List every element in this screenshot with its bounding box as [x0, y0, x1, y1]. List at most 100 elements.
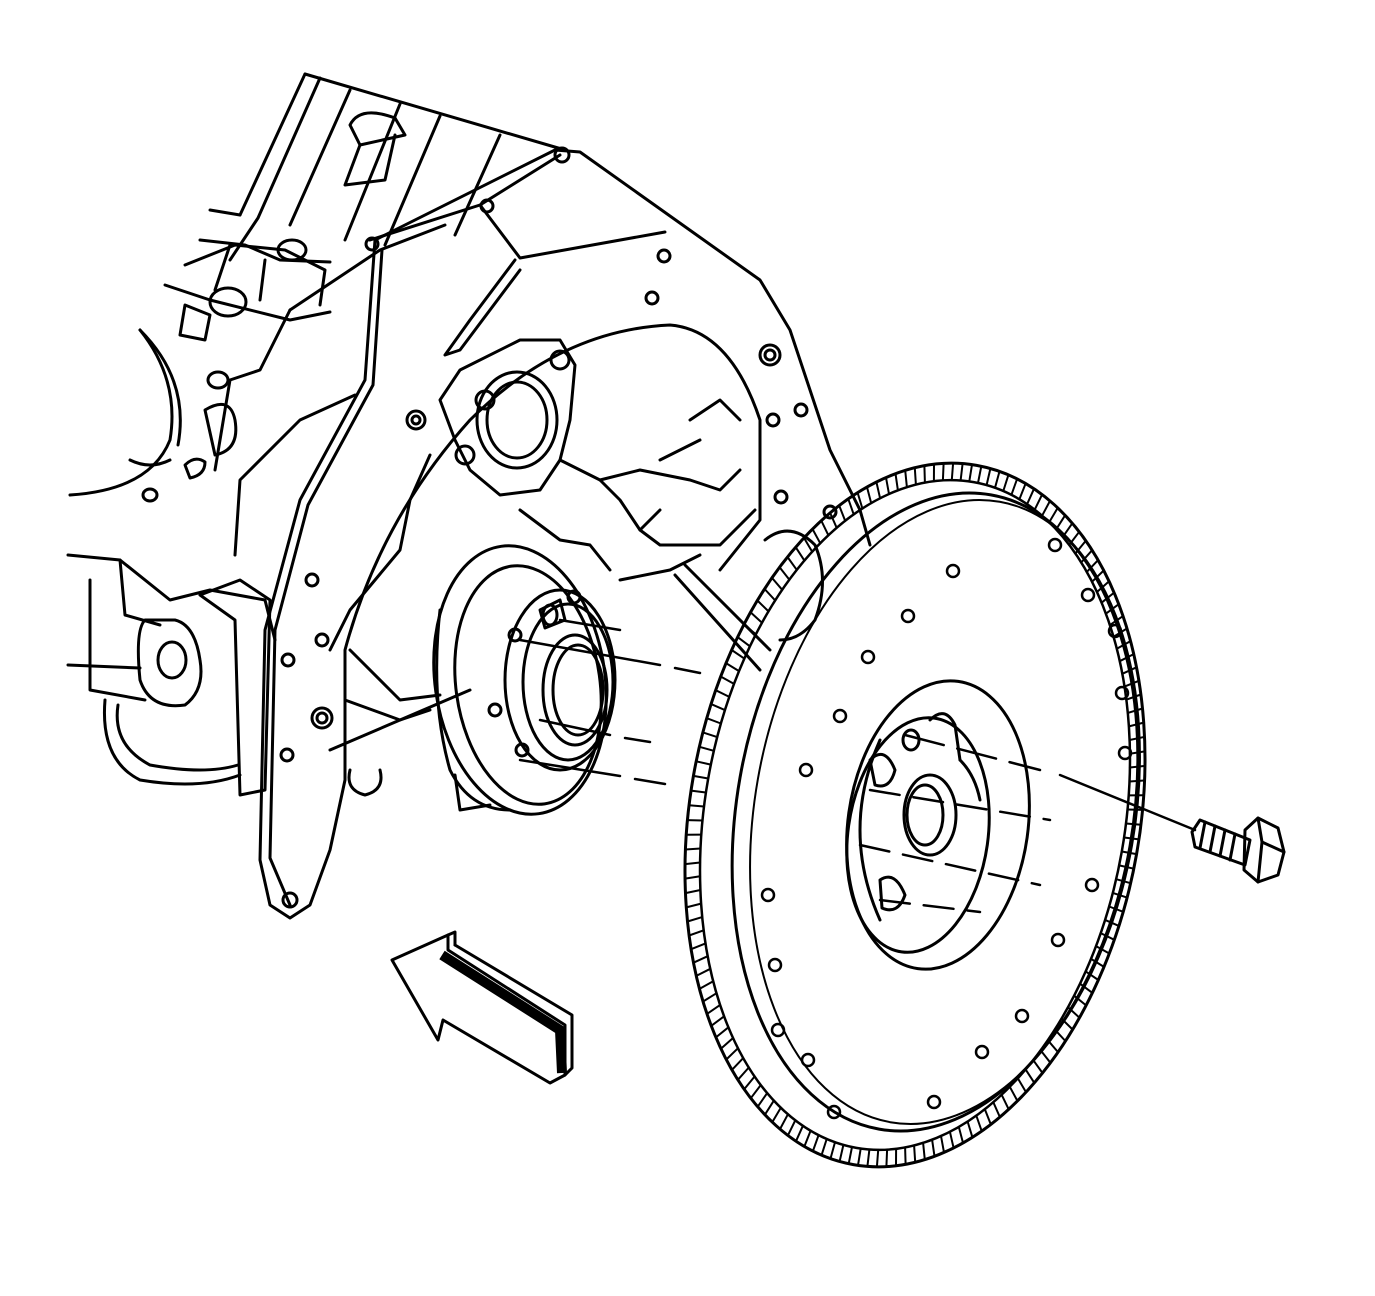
gear-tooth	[1033, 493, 1044, 511]
gear-tooth	[714, 689, 731, 698]
gear-tooth	[1046, 1039, 1059, 1054]
gear-tooth	[1126, 707, 1144, 714]
gear-tooth	[1104, 918, 1120, 927]
gear-tooth	[686, 916, 704, 923]
gear-tooth	[692, 955, 709, 964]
gear-tooth	[977, 465, 983, 484]
gear-tooth	[985, 467, 992, 487]
gear-tooth	[847, 497, 855, 516]
gear-tooth	[838, 1143, 845, 1163]
gear-tooth	[1099, 932, 1116, 941]
gear-tooth	[1008, 1085, 1019, 1102]
gear-tooth	[1053, 1028, 1067, 1042]
gear-tooth	[1123, 679, 1140, 688]
gear-tooth	[950, 462, 955, 482]
gear-tooth	[685, 902, 703, 909]
gear-tooth	[857, 1147, 862, 1167]
gear-tooth	[1090, 957, 1105, 968]
gear-tooth	[1096, 580, 1111, 593]
gear-tooth	[959, 462, 964, 482]
front-direction-arrow	[390, 930, 574, 1085]
gear-tooth	[725, 662, 740, 673]
gear-tooth	[1128, 779, 1146, 783]
gear-tooth	[763, 588, 777, 602]
gear-tooth	[1128, 764, 1146, 769]
gear-tooth	[856, 491, 864, 510]
gear-tooth	[1018, 482, 1027, 501]
gear-tooth	[931, 1138, 936, 1158]
gear-tooth	[698, 980, 715, 990]
gear-tooth	[1016, 1077, 1027, 1094]
gear-tooth	[736, 1066, 750, 1081]
gear-tooth	[684, 861, 702, 866]
gear-tooth	[829, 1141, 836, 1160]
gear-tooth	[1080, 549, 1094, 564]
gear-tooth	[866, 486, 873, 505]
gear-tooth	[975, 1114, 983, 1133]
gear-tooth	[702, 992, 718, 1003]
gear-tooth	[1123, 836, 1140, 841]
gear-tooth	[684, 889, 702, 895]
gear-tooth	[1055, 514, 1067, 531]
gear-tooth	[983, 1108, 992, 1126]
gear-tooth	[847, 1146, 853, 1165]
gear-tooth	[1125, 822, 1142, 826]
gear-tooth	[1000, 1093, 1010, 1111]
gear-tooth	[1125, 693, 1142, 701]
gear-tooth	[684, 847, 702, 851]
gear-tooth	[771, 576, 784, 591]
engine-block-rear	[66, 72, 567, 797]
gear-tooth	[948, 1130, 955, 1149]
flywheel-bolt-holes	[760, 537, 1133, 1120]
gear-tooth	[695, 760, 712, 766]
gear-tooth	[1074, 539, 1087, 555]
gear-tooth	[714, 1026, 730, 1039]
gear-tooth	[1127, 721, 1145, 728]
gear-tooth	[829, 511, 838, 529]
gear-tooth	[1041, 499, 1051, 517]
gear-tooth	[1100, 591, 1116, 604]
gear-tooth	[913, 466, 917, 486]
gear-tooth	[749, 1084, 762, 1100]
gear-tooth	[1118, 653, 1135, 663]
gear-tooth	[820, 1138, 828, 1157]
gear-tooth	[968, 463, 973, 483]
gear-tooth	[743, 1075, 756, 1091]
gear-tooth	[756, 1092, 769, 1108]
gear-tooth	[794, 546, 806, 562]
gear-tooth	[690, 789, 707, 794]
gear-tooth	[875, 481, 882, 500]
gear-tooth	[904, 469, 908, 489]
gear-tooth	[1073, 994, 1088, 1007]
gear-tooth	[875, 1148, 880, 1168]
gear-tooth	[688, 929, 705, 937]
gear-tooth	[904, 1146, 907, 1166]
gear-tooth	[756, 599, 770, 613]
gear-tooth	[1085, 559, 1100, 573]
alignment-lines	[518, 618, 1197, 914]
gear-tooth	[992, 1101, 1001, 1119]
gear-tooth	[719, 675, 735, 685]
gear-tooth	[885, 1148, 889, 1168]
gear-tooth	[866, 1148, 871, 1168]
gear-tooth	[1039, 1049, 1052, 1064]
gear-tooth	[690, 942, 707, 951]
gear-tooth	[730, 649, 746, 660]
gear-tooth	[730, 1057, 745, 1071]
gear-tooth	[778, 566, 791, 581]
gear-tooth	[803, 536, 814, 553]
gear-tooth	[1108, 905, 1125, 913]
gear-tooth	[1104, 603, 1120, 615]
gear-tooth	[811, 528, 822, 545]
gear-tooth	[1048, 506, 1059, 524]
gear-tooth	[736, 636, 751, 648]
gear-tooth	[885, 476, 890, 495]
gear-tooth	[1024, 1068, 1036, 1084]
ring-gear-teeth	[684, 462, 1146, 1168]
gear-tooth	[1067, 1006, 1081, 1019]
gear-tooth	[1118, 864, 1135, 870]
gear-tooth	[820, 519, 830, 537]
gear-tooth	[692, 774, 710, 780]
